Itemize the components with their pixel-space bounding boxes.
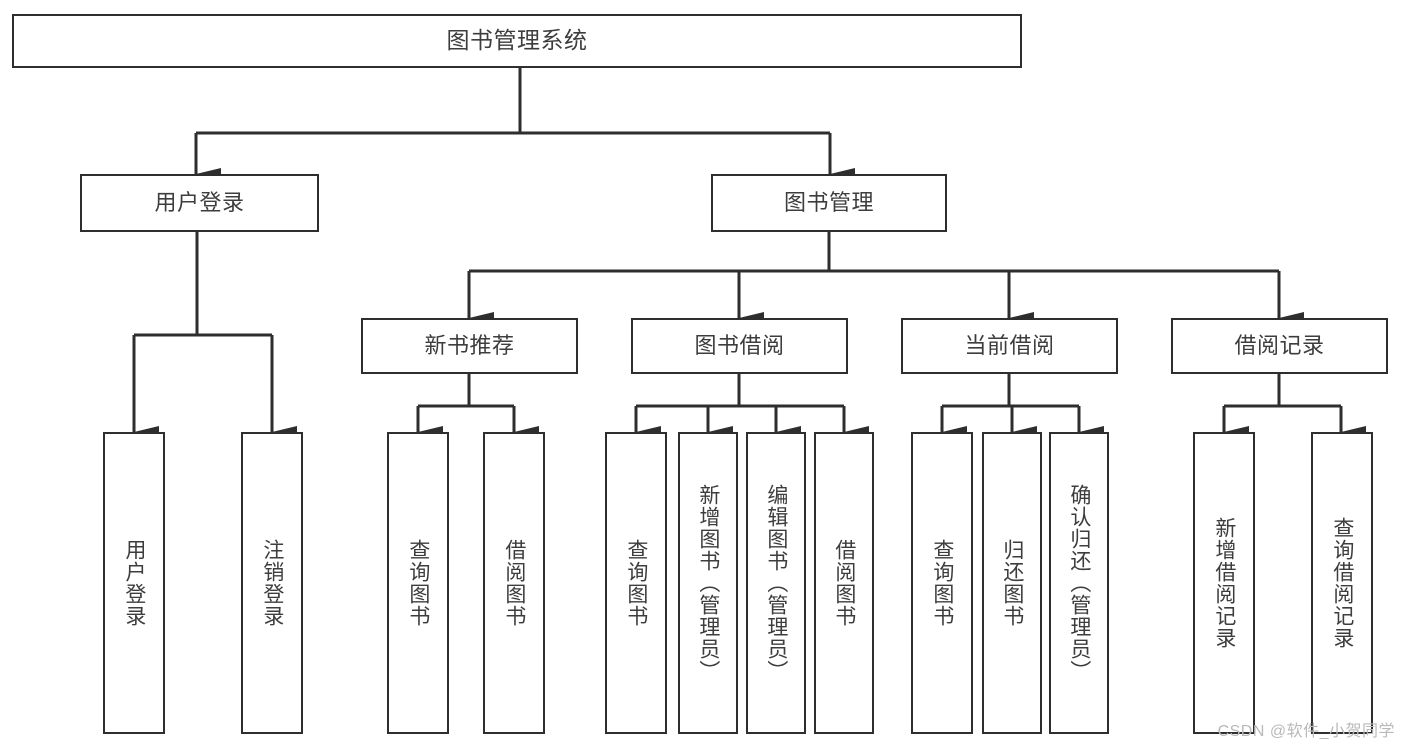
leaf-query-borrow-record[interactable]: 查询借阅记录 — [1311, 432, 1373, 734]
leaf-return-book-label: 归还图书 — [1000, 539, 1024, 627]
leaf-add-book-admin[interactable]: 新增图书（管理员） — [678, 432, 738, 734]
node-borrow-records[interactable]: 借阅记录 — [1171, 318, 1388, 374]
node-user-login[interactable]: 用户登录 — [80, 174, 319, 232]
leaf-return-book[interactable]: 归还图书 — [982, 432, 1042, 734]
node-book-borrow[interactable]: 图书借阅 — [631, 318, 848, 374]
leaf-edit-book-admin[interactable]: 编辑图书（管理员） — [746, 432, 806, 734]
node-root-label: 图书管理系统 — [446, 27, 588, 54]
leaf-borrow-book-recommend[interactable]: 借阅图书 — [483, 432, 545, 734]
node-new-book-recommend[interactable]: 新书推荐 — [361, 318, 578, 374]
leaf-borrow-book[interactable]: 借阅图书 — [814, 432, 874, 734]
node-root[interactable]: 图书管理系统 — [12, 14, 1022, 68]
watermark: CSDN @软件_小贺同学 — [1217, 723, 1395, 740]
leaf-query-book-borrow-label: 查询图书 — [624, 539, 648, 627]
node-current-borrow[interactable]: 当前借阅 — [901, 318, 1118, 374]
node-book-management-label: 图书管理 — [783, 189, 874, 215]
leaf-user-login-label: 用户登录 — [122, 539, 146, 627]
leaf-add-book-admin-label: 新增图书（管理员） — [696, 484, 720, 682]
leaf-logout[interactable]: 注销登录 — [241, 432, 303, 734]
leaf-query-book-recommend[interactable]: 查询图书 — [387, 432, 449, 734]
leaf-add-borrow-record-label: 新增借阅记录 — [1212, 517, 1236, 649]
node-new-book-recommend-label: 新书推荐 — [424, 332, 515, 358]
leaf-confirm-return-admin-label: 确认归还（管理员） — [1067, 484, 1091, 682]
leaf-logout-label: 注销登录 — [260, 539, 284, 627]
node-current-borrow-label: 当前借阅 — [964, 332, 1055, 358]
leaf-edit-book-admin-label: 编辑图书（管理员） — [764, 484, 788, 682]
leaf-query-book-current[interactable]: 查询图书 — [911, 432, 973, 734]
leaf-borrow-book-recommend-label: 借阅图书 — [502, 539, 526, 627]
node-book-borrow-label: 图书借阅 — [694, 332, 785, 358]
node-book-management[interactable]: 图书管理 — [711, 174, 947, 232]
node-user-login-label: 用户登录 — [154, 189, 245, 215]
leaf-confirm-return-admin[interactable]: 确认归还（管理员） — [1049, 432, 1109, 734]
leaf-query-book-current-label: 查询图书 — [930, 539, 954, 627]
node-borrow-records-label: 借阅记录 — [1234, 332, 1325, 358]
leaf-user-login[interactable]: 用户登录 — [103, 432, 165, 734]
leaf-query-book-recommend-label: 查询图书 — [406, 539, 430, 627]
leaf-query-book-borrow[interactable]: 查询图书 — [605, 432, 667, 734]
leaf-borrow-book-label: 借阅图书 — [832, 539, 856, 627]
leaf-add-borrow-record[interactable]: 新增借阅记录 — [1193, 432, 1255, 734]
leaf-query-borrow-record-label: 查询借阅记录 — [1330, 517, 1354, 649]
